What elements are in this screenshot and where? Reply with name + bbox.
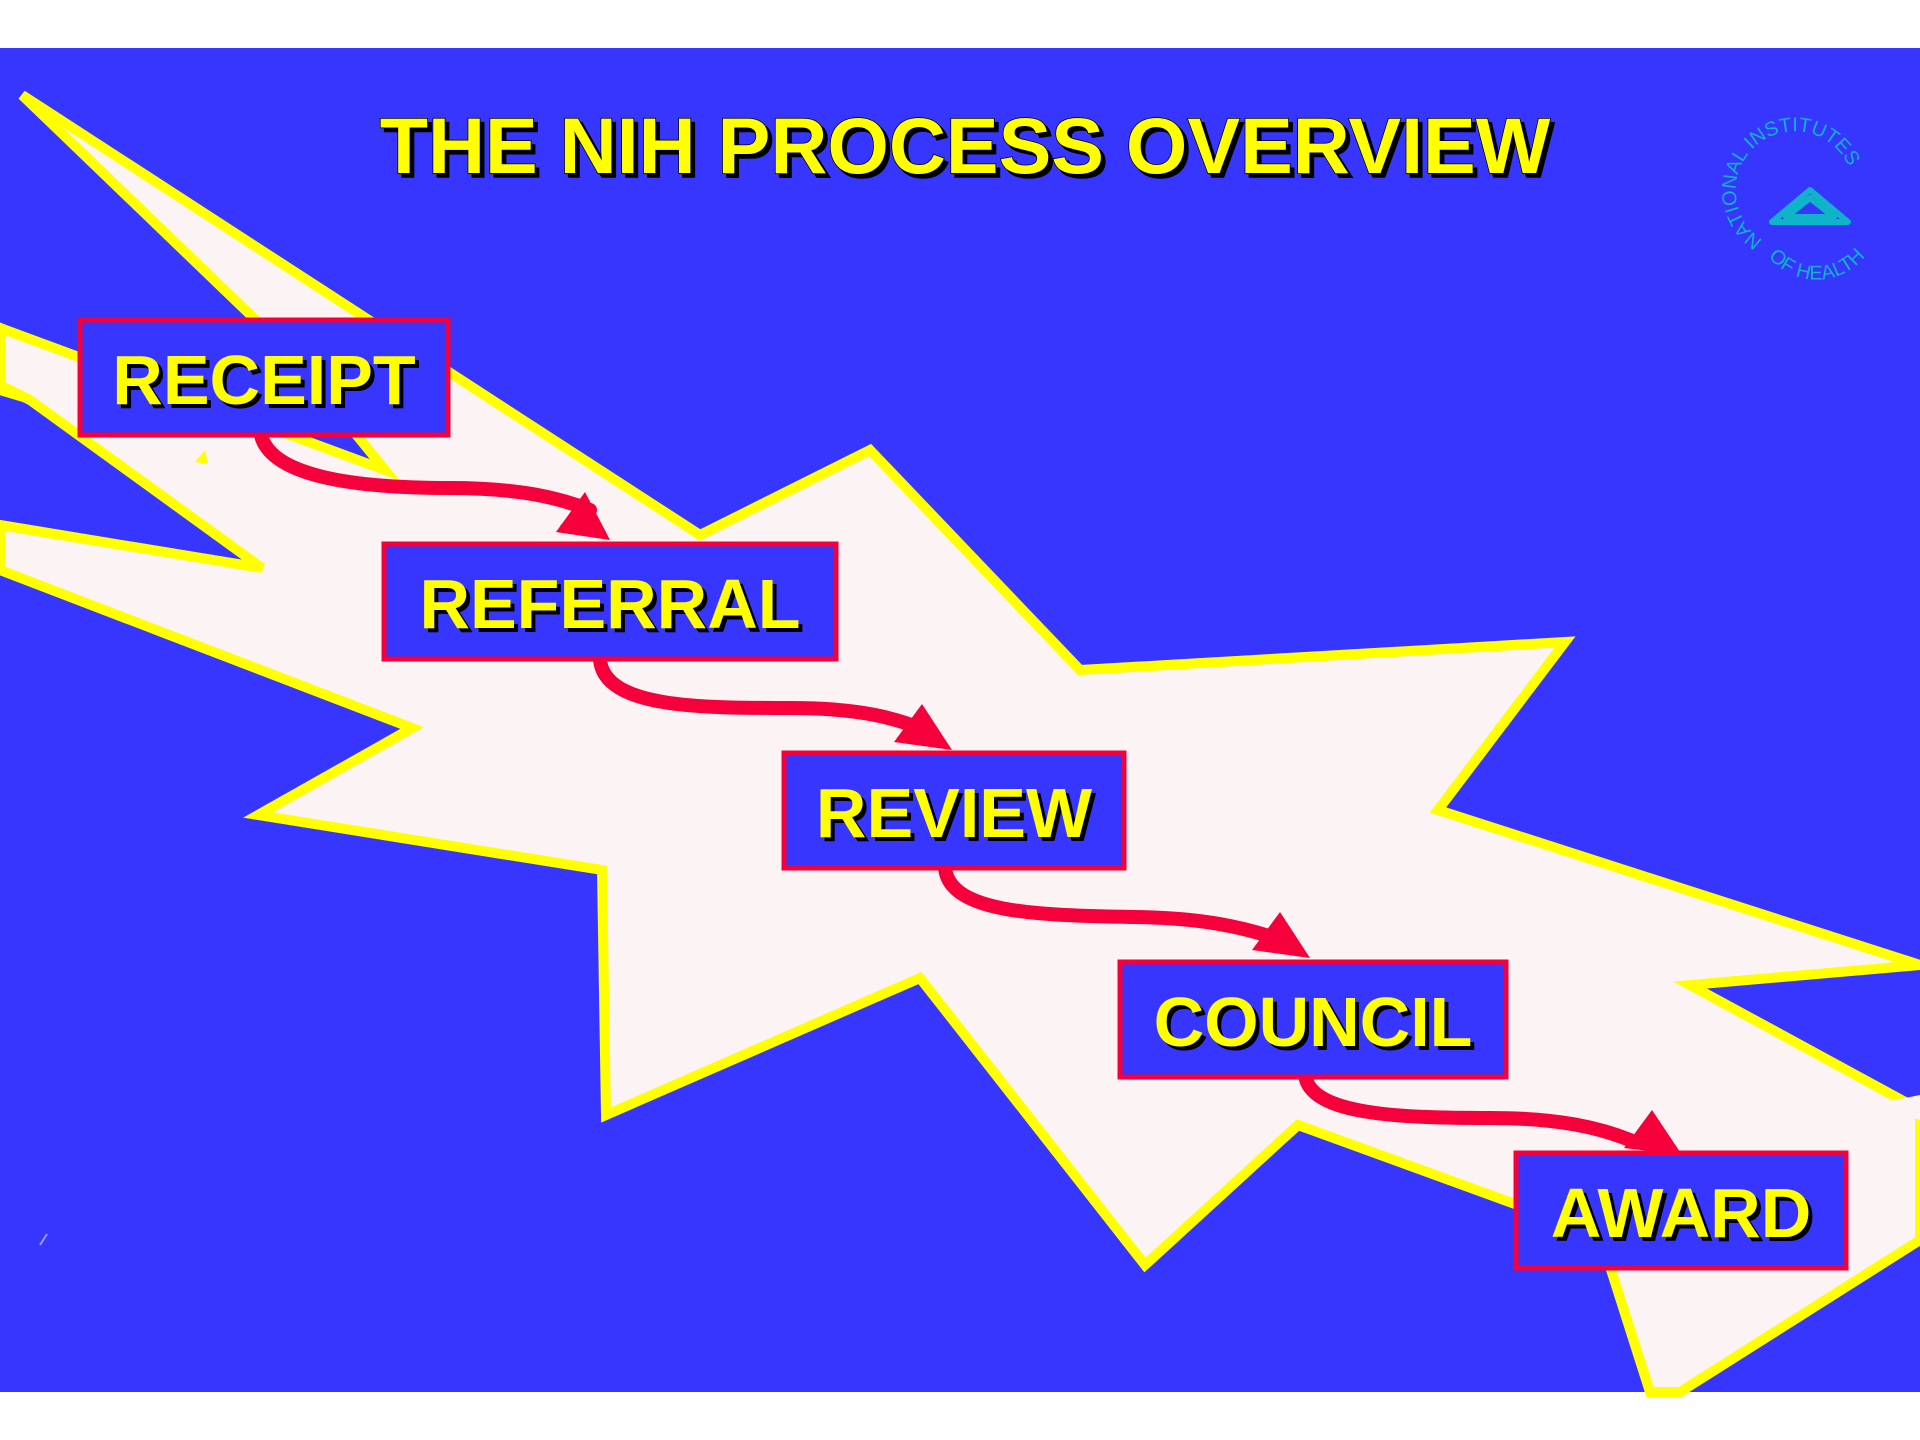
step-receipt: RECEIPT bbox=[77, 317, 451, 438]
arrow-head-review bbox=[894, 704, 952, 750]
flow-arrows bbox=[253, 423, 1682, 1155]
arrow-receipt-to-referral bbox=[253, 423, 597, 517]
step-referral: REFERRAL bbox=[381, 541, 839, 662]
arrow-head-award bbox=[1624, 1110, 1682, 1155]
step-box bbox=[77, 317, 451, 438]
step-review: REVIEW bbox=[781, 750, 1127, 871]
arrow-council-to-award bbox=[1298, 1068, 1637, 1147]
step-label: AWARD bbox=[1551, 1174, 1812, 1252]
step-label: REFERRAL bbox=[419, 565, 800, 643]
step-label: COUNCIL bbox=[1154, 983, 1473, 1061]
step-label: REVIEW bbox=[816, 774, 1092, 852]
seal-emblem-icon bbox=[1769, 187, 1851, 225]
step-box bbox=[1117, 959, 1509, 1080]
speck-mark bbox=[39, 1233, 48, 1246]
step-council: COUNCIL bbox=[1117, 959, 1509, 1080]
arrow-review-to-council bbox=[938, 861, 1282, 945]
step-label: RECEIPT bbox=[112, 341, 415, 419]
arrow-referral-to-review bbox=[593, 653, 932, 737]
step-award: AWARD bbox=[1513, 1150, 1849, 1271]
step-box bbox=[781, 750, 1127, 871]
step-box bbox=[1513, 1150, 1849, 1271]
arrow-head-council bbox=[1252, 912, 1310, 958]
burst-right-spike bbox=[1870, 1095, 1920, 1120]
arrow-head-referral-tip bbox=[556, 492, 610, 540]
step-box bbox=[381, 541, 839, 662]
slide-title: THE NIH PROCESS OVERVIEW bbox=[380, 101, 1551, 190]
burst-spark bbox=[195, 450, 208, 464]
